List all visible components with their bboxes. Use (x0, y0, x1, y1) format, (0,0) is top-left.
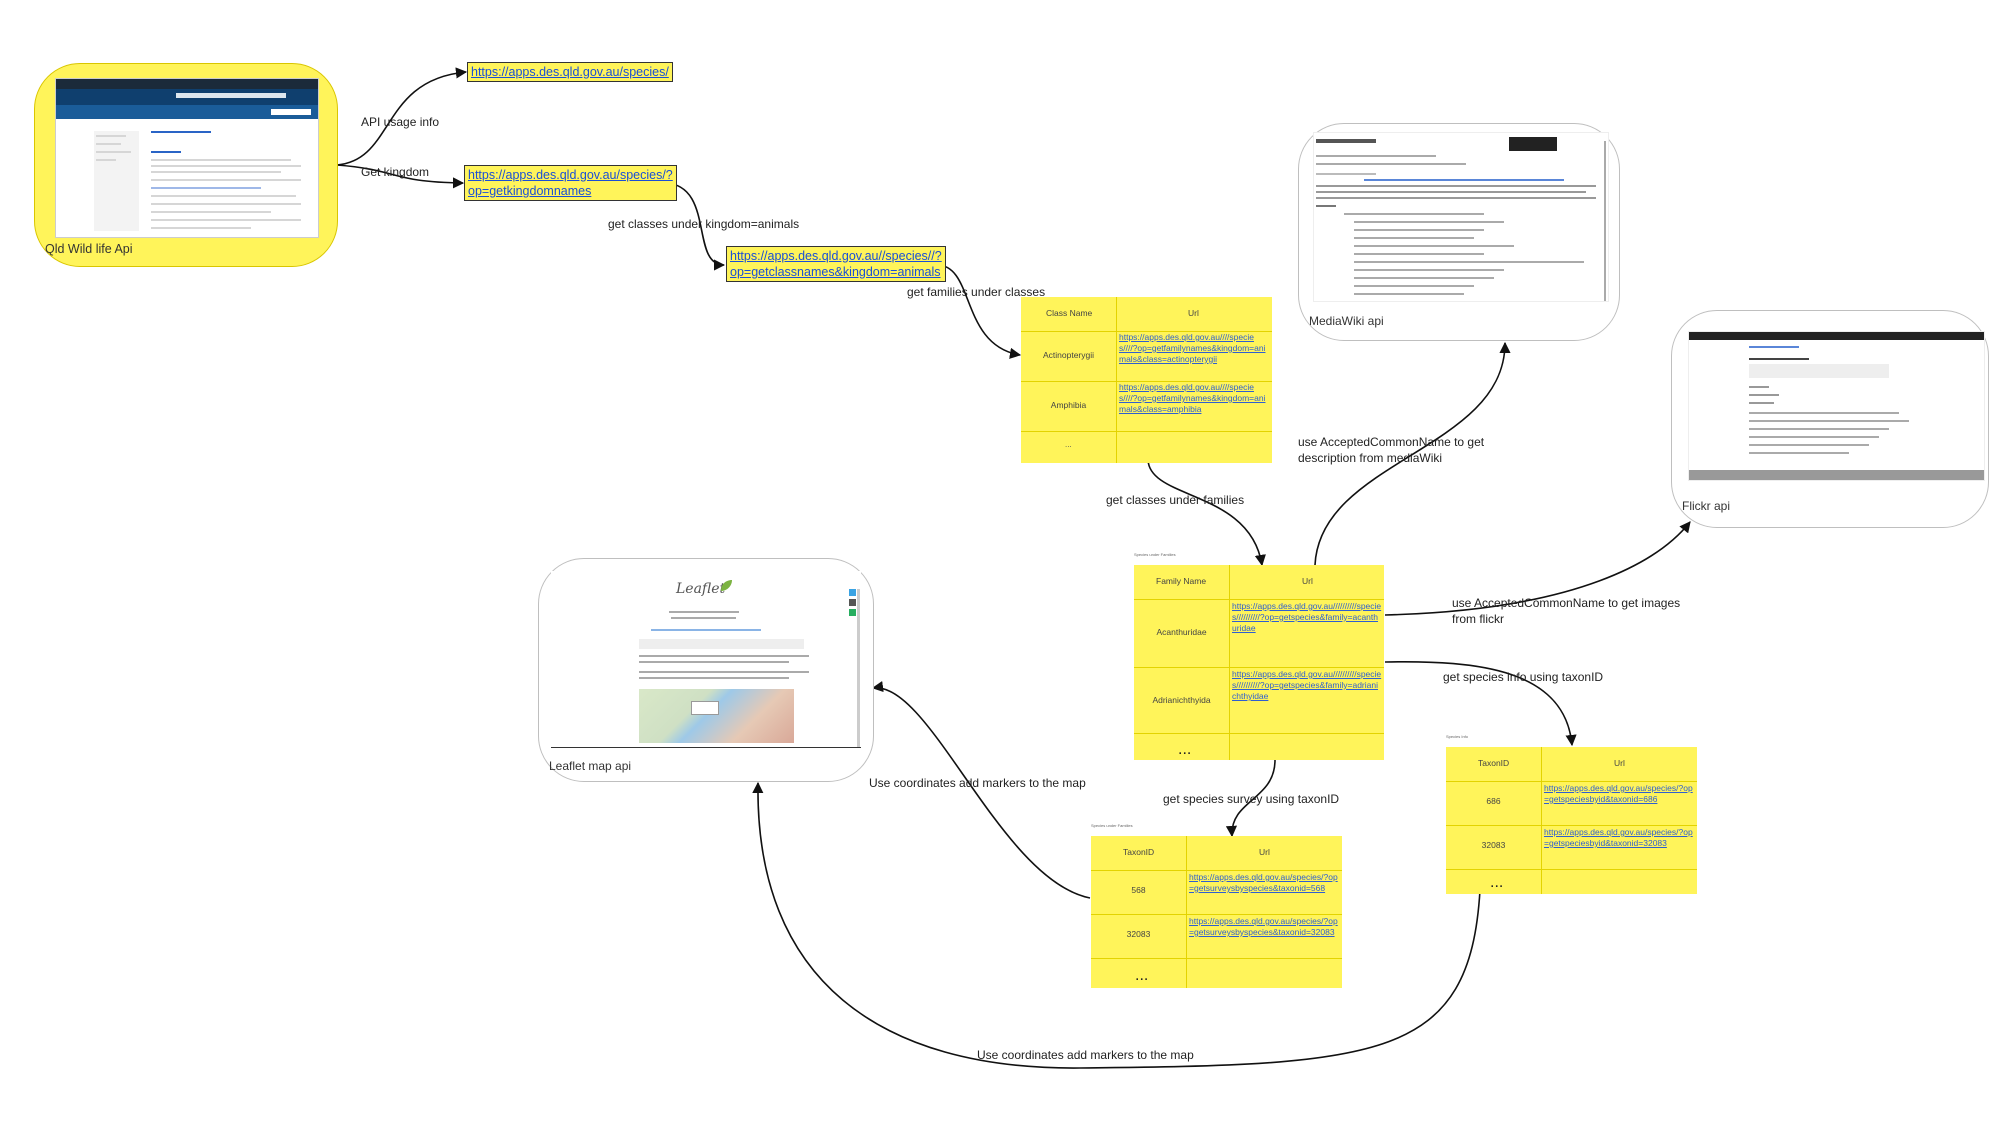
edge-label-get-kingdom: Get kingdom (361, 165, 430, 179)
class-name-cell: Amphibia (1050, 400, 1087, 410)
species-link[interactable]: https://apps.des.qld.gov.au/species/ (467, 62, 673, 82)
taxon-id-cell: 568 (1131, 885, 1146, 895)
family-table-ellipsis: ... (1178, 741, 1192, 758)
family-table-header-url: Url (1302, 576, 1313, 586)
species-info-table: Species Info TaxonID Url 686 https://app… (1446, 734, 1697, 894)
edge-label-mediawiki-line2: description from mediaWiki (1298, 451, 1443, 465)
class-url-cell[interactable]: https://apps.des.qld.gov.au////species//… (1119, 332, 1266, 364)
qld-wildlife-api-card[interactable]: Qld Wild life Api (34, 63, 338, 267)
family-name-cell: Acanthuridae (1156, 627, 1207, 637)
taxon-id-cell: 32083 (1126, 929, 1151, 939)
leaflet-screenshot: Leaflet (551, 571, 861, 748)
leaflet-logo: Leaflet (676, 581, 726, 597)
survey-table: Species under Families TaxonID Url 568 h… (1091, 823, 1342, 988)
edge-label-markers-1: Use coordinates add markers to the map (869, 776, 1086, 790)
table-row: Adrianichthyida https://apps.des.qld.gov… (1134, 667, 1384, 734)
edge-info-to-map (752, 781, 1481, 1069)
edge-get-kingdom (336, 164, 465, 189)
family-name-cell: Adrianichthyida (1152, 695, 1211, 705)
mediawiki-api-card[interactable]: MediaWiki api (1298, 123, 1620, 341)
table-row: 686 https://apps.des.qld.gov.au/species/… (1446, 781, 1697, 826)
flickr-label: Flickr api (1682, 499, 1731, 513)
qld-api-screenshot (55, 78, 319, 238)
edge-label-markers-2: Use coordinates add markers to the map (977, 1048, 1194, 1062)
edge-label-flickr: use AcceptedCommonName to get images fro… (1452, 595, 1680, 627)
flickr-api-card[interactable]: Flickr api (1671, 310, 1989, 528)
species-info-url-cell[interactable]: https://apps.des.qld.gov.au/species/?op=… (1544, 827, 1693, 848)
edge-to-mediawiki (1314, 341, 1511, 566)
survey-table-ellipsis: ... (1135, 967, 1149, 984)
survey-table-header-id: TaxonID (1123, 847, 1155, 857)
edge-label-mediawiki: use AcceptedCommonName to get descriptio… (1298, 434, 1484, 466)
edge-classes-under-families (1147, 459, 1266, 567)
taxon-id-cell: 686 (1486, 796, 1501, 806)
family-url-cell[interactable]: https://apps.des.qld.gov.au//////////spe… (1232, 669, 1382, 701)
edge-label-flickr-line2: from flickr (1452, 612, 1504, 626)
survey-table-header-url: Url (1259, 847, 1270, 857)
leaflet-label: Leaflet map api (549, 759, 632, 773)
edge-label-api-usage: API usage info (361, 115, 440, 129)
family-table-header: Family Name Url (1134, 565, 1384, 600)
species-info-table-header-id: TaxonID (1478, 758, 1510, 768)
taxon-id-cell: 32083 (1481, 840, 1506, 850)
species-info-table-header: TaxonID Url (1446, 747, 1697, 782)
classes-link-line1[interactable]: https://apps.des.qld.gov.au//species//? (730, 249, 942, 263)
edge-label-get-classes: get classes under kingdom=animals (608, 217, 800, 231)
table-row: Acanthuridae https://apps.des.qld.gov.au… (1134, 599, 1384, 668)
edge-to-survey (1225, 759, 1276, 838)
edge-to-flickr (1384, 521, 1691, 616)
kingdom-link-line1[interactable]: https://apps.des.qld.gov.au/species/? (468, 168, 673, 182)
class-table-header-url: Url (1188, 308, 1199, 318)
edge-label-flickr-line1: use AcceptedCommonName to get images (1452, 596, 1681, 610)
edge-get-classes (664, 182, 726, 271)
kingdom-link[interactable]: https://apps.des.qld.gov.au/species/? op… (464, 165, 677, 201)
family-url-cell[interactable]: https://apps.des.qld.gov.au//////////spe… (1232, 601, 1382, 633)
survey-table-caption: Species under Families (1091, 823, 1133, 828)
edge-get-families (936, 264, 1022, 359)
class-name-cell: Actinopterygii (1042, 350, 1095, 360)
class-table-header-name: Class Name (1046, 308, 1093, 318)
leaf-icon (721, 580, 732, 591)
species-info-table-ellipsis: ... (1490, 874, 1504, 891)
class-url-cell[interactable]: https://apps.des.qld.gov.au////species//… (1119, 382, 1266, 414)
flickr-screenshot (1688, 331, 1985, 481)
table-row: 32083 https://apps.des.qld.gov.au/specie… (1091, 914, 1342, 959)
table-row: 568 https://apps.des.qld.gov.au/species/… (1091, 870, 1342, 915)
edge-label-species-survey: get species survey using taxonID (1163, 792, 1340, 806)
edge-survey-to-map (871, 681, 1091, 899)
qld-api-label: Qld Wild life Api (45, 242, 133, 256)
class-table: Class Name Url Actinopterygii https://ap… (1021, 297, 1272, 463)
table-row: 32083 https://apps.des.qld.gov.au/specie… (1446, 825, 1697, 870)
edge-label-species-info: get species info using taxonID (1443, 670, 1604, 684)
survey-table-header: TaxonID Url (1091, 836, 1342, 871)
class-table-header: Class Name Url (1021, 297, 1272, 332)
leaflet-map-api-card[interactable]: Leaflet Leaflet map api (538, 558, 874, 782)
species-info-url-cell[interactable]: https://apps.des.qld.gov.au/species/?op=… (1544, 783, 1693, 804)
mediawiki-label: MediaWiki api (1309, 314, 1384, 328)
survey-url-cell[interactable]: https://apps.des.qld.gov.au/species/?op=… (1189, 916, 1338, 937)
species-info-table-caption: Species Info (1446, 734, 1469, 739)
survey-url-cell[interactable]: https://apps.des.qld.gov.au/species/?op=… (1189, 872, 1338, 893)
edge-label-classes-under-families: get classes under families (1106, 493, 1245, 507)
class-table-ellipsis: ... (1065, 440, 1072, 449)
edge-label-mediawiki-line1: use AcceptedCommonName to get (1298, 435, 1485, 449)
classes-link-line2[interactable]: op=getclassnames&kingdom=animals (730, 265, 941, 279)
family-table: Species under Families Family Name Url A… (1134, 552, 1384, 760)
edge-label-get-families: get families under classes (907, 285, 1046, 299)
family-table-caption: Species under Families (1134, 552, 1176, 557)
kingdom-link-line2[interactable]: op=getkingdomnames (468, 184, 592, 198)
edge-api-usage (336, 67, 468, 166)
table-row: Amphibia https://apps.des.qld.gov.au////… (1021, 381, 1272, 432)
map-preview (639, 689, 794, 743)
table-row: Actinopterygii https://apps.des.qld.gov.… (1021, 331, 1272, 382)
classes-link[interactable]: https://apps.des.qld.gov.au//species//? … (726, 246, 946, 282)
family-table-header-name: Family Name (1156, 576, 1207, 586)
edge-to-species-info (1384, 660, 1577, 747)
mediawiki-screenshot (1313, 132, 1609, 302)
species-info-table-header-url: Url (1614, 758, 1625, 768)
